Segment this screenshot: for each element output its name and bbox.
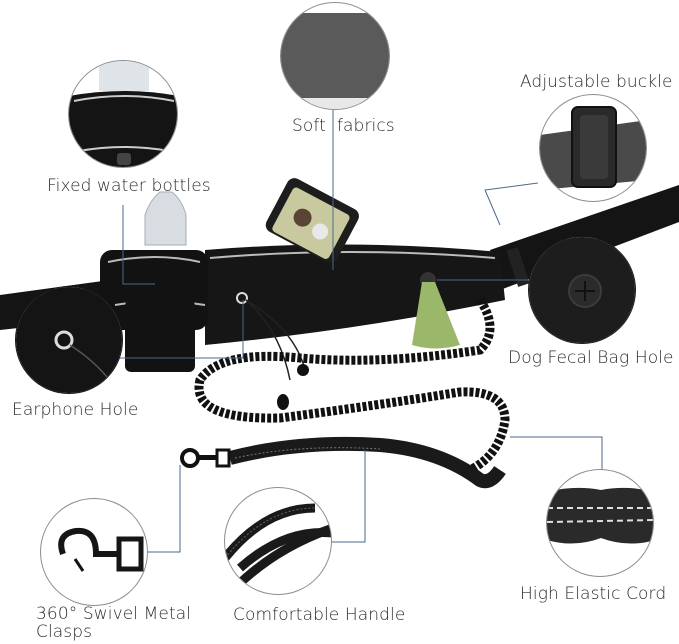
- callout-circle-water-bottles: [68, 60, 178, 168]
- callout-circle-elastic-cord: [546, 469, 654, 577]
- bungee-cord: [194, 297, 510, 475]
- label-dog-fecal-bag-hole: Dog Fecal Bag Hole: [508, 348, 674, 368]
- label-high-elastic-cord: High Elastic Cord: [520, 584, 667, 604]
- bottle-pocket: [125, 300, 195, 372]
- phone: [265, 178, 359, 264]
- poop-bag: [412, 282, 460, 349]
- callout-circle-earphone-hole: [15, 286, 123, 394]
- label-swivel-clasps-line1: 360° Swivel Metal: [36, 604, 192, 624]
- main-pouch: [205, 244, 505, 345]
- callout-circle-swivel-clasp: [40, 498, 148, 606]
- callout-circle-fecal-bag-hole: [528, 236, 636, 344]
- callout-circle-comfortable-handle: [224, 487, 332, 595]
- label-soft-fabrics: Soft fabrics: [292, 116, 395, 136]
- label-swivel-clasps-line2: Clasps: [36, 622, 93, 642]
- leash-handle: [228, 436, 506, 489]
- label-fixed-water-bottles: Fixed water bottles: [47, 176, 211, 196]
- label-comfortable-handle: Comfortable Handle: [233, 605, 406, 625]
- leash-clasp: [180, 448, 231, 468]
- earphone-hole: [236, 292, 248, 304]
- callout-circle-adjustable-buckle: [539, 94, 647, 202]
- water-bottle: [144, 191, 187, 246]
- callout-circle-soft-fabrics: [280, 2, 390, 110]
- label-adjustable-buckle: Adjustable buckle: [520, 72, 673, 92]
- label-earphone-hole: Earphone Hole: [12, 400, 139, 420]
